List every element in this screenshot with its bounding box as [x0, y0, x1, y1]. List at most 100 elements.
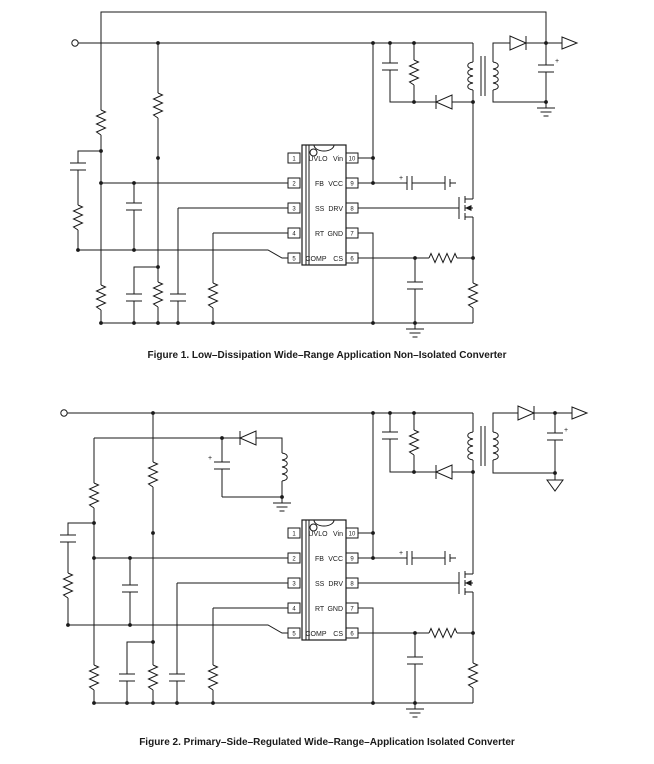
pin-box-2	[287, 552, 301, 564]
snubber-resistor	[409, 59, 419, 86]
pin-box-10	[345, 527, 359, 539]
current-sense-resistor	[468, 662, 478, 689]
pin-number: 10	[349, 532, 356, 538]
pin-label-vin: Vin	[333, 531, 343, 538]
ic-notch	[313, 144, 335, 152]
wire-net	[67, 412, 572, 704]
secondary-ground-symbol	[536, 101, 556, 117]
pin-number: 5	[292, 632, 296, 638]
pin-number: 2	[292, 557, 296, 563]
pin-box-1	[287, 152, 301, 164]
pin-number: 7	[350, 607, 354, 613]
output-arrow	[561, 36, 578, 50]
fb-comp-capacitor	[121, 584, 139, 593]
soft-start-capacitor	[169, 293, 187, 302]
pin-label-vin: Vin	[333, 156, 343, 163]
output-diode	[517, 405, 535, 421]
pin-number: 4	[292, 232, 296, 238]
pin-box-7	[345, 602, 359, 614]
pin-number: 1	[292, 157, 296, 163]
pin-number: 6	[350, 632, 354, 638]
pin-number: 5	[292, 257, 296, 263]
pin-box-6	[345, 627, 359, 639]
pin-number: 1	[292, 532, 296, 538]
pin-label-fb: FB	[315, 556, 324, 563]
clamp-diode	[435, 464, 453, 480]
fb-comp-capacitor	[125, 202, 143, 211]
pin-box-3	[287, 202, 301, 214]
pin-label-fb: FB	[315, 181, 324, 188]
vcc-capacitor-2	[444, 550, 451, 566]
pin-label-gnd: GND	[327, 606, 343, 613]
wire-net	[77, 11, 562, 324]
transformer-secondary-winding	[492, 431, 499, 461]
transformer-primary-winding	[467, 61, 474, 91]
pin-box-6	[345, 252, 359, 264]
figure-2-caption: Figure 2. Primary–Side–Regulated Wide–Ra…	[139, 737, 515, 748]
pin-box-8	[345, 202, 359, 214]
pin-number: 6	[350, 257, 354, 263]
power-mosfet	[458, 570, 474, 596]
pin-box-7	[345, 227, 359, 239]
feedback-divider-lower-resistor	[96, 284, 106, 311]
input-terminal	[71, 39, 79, 47]
pin-label-drv: DRV	[328, 206, 343, 213]
secondary-ground-symbol	[546, 472, 564, 492]
clamp-diode	[435, 94, 453, 110]
input-terminal	[60, 409, 68, 417]
transformer-secondary-winding	[492, 61, 499, 91]
output-arrow	[571, 406, 588, 420]
output-capacitor	[546, 432, 564, 441]
rt-timing-resistor	[208, 282, 218, 309]
comp-network-resistor	[63, 572, 73, 599]
components: + + +	[59, 405, 588, 718]
rt-timing-resistor	[208, 664, 218, 691]
pin-label-comp: COMP	[306, 631, 327, 638]
pin-box-10	[345, 152, 359, 164]
output-cap-polarity: +	[564, 427, 568, 434]
uvlo-divider-lower-resistor	[153, 281, 163, 308]
vcc-capacitor-2	[444, 175, 451, 191]
vcc-capacitor-1	[406, 550, 413, 566]
primary-ground-symbol	[405, 702, 425, 718]
snubber-capacitor	[381, 431, 399, 440]
pin-box-3	[287, 577, 301, 589]
pin-number: 8	[350, 207, 354, 213]
ic-notch	[313, 519, 335, 527]
pin-number: 2	[292, 182, 296, 188]
pin-number: 3	[292, 207, 296, 213]
pin-label-ss: SS	[315, 581, 325, 588]
comp-network-capacitor	[69, 162, 87, 171]
aux-winding	[281, 452, 288, 482]
pin-box-9	[345, 552, 359, 564]
aux-ground-symbol	[272, 496, 292, 512]
pin-number: 10	[349, 157, 356, 163]
comp-network-resistor	[73, 204, 83, 231]
primary-ground-symbol	[405, 322, 425, 338]
pin-label-uvlo: UVLO	[309, 156, 329, 163]
components: + +	[69, 35, 578, 338]
pin-box-5	[287, 252, 301, 264]
pin-box-8	[345, 577, 359, 589]
pin-label-rt: RT	[315, 231, 325, 238]
output-capacitor	[537, 64, 555, 73]
ic-edge-lines	[305, 520, 310, 640]
pin-number: 8	[350, 582, 354, 588]
pin-number: 3	[292, 582, 296, 588]
pin-box-2	[287, 177, 301, 189]
aux-rectifier-diode	[239, 430, 257, 446]
uvlo-divider-upper-resistor	[148, 461, 158, 488]
uvlo-filter-capacitor	[118, 673, 136, 682]
pin-label-vcc: VCC	[328, 181, 343, 188]
pin1-indicator-dot	[309, 148, 318, 157]
pin-box-4	[287, 227, 301, 239]
output-diode	[509, 35, 527, 51]
cs-filter-capacitor	[406, 281, 424, 290]
soft-start-capacitor	[168, 673, 186, 682]
pin-label-cs: CS	[333, 256, 343, 263]
pin-label-cs: CS	[333, 631, 343, 638]
pin1-indicator-dot	[309, 523, 318, 532]
ic-edge-lines	[305, 145, 310, 265]
